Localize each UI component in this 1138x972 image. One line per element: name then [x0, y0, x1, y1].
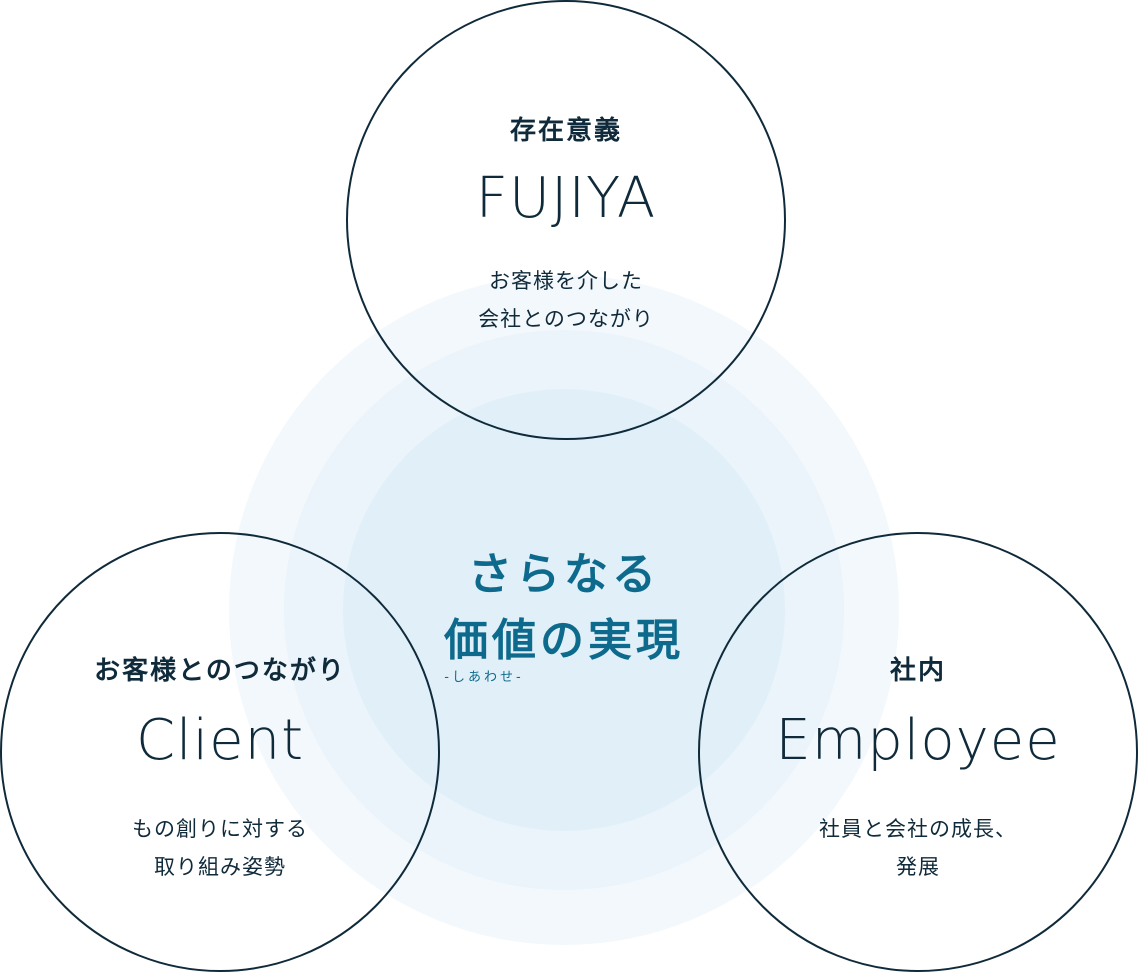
employee-desc-line1: 社員と会社の成長、 — [819, 817, 1017, 841]
circle-fujiya — [346, 0, 786, 440]
fujiya-english-title: FUJIYA — [475, 166, 657, 231]
client-desc-line1: もの創りに対する — [132, 817, 308, 841]
employee-description: 社員と会社の成長、 発展 — [698, 810, 1138, 886]
center-subtitle: -しあわせ- — [444, 670, 524, 685]
center-title-line1: さらなる — [468, 549, 660, 600]
fujiya-description: お客様を介した 会社とのつながり — [346, 262, 786, 338]
fujiya-heading: 存在意義 — [509, 116, 622, 146]
fujiya-desc-line1: お客様を介した — [489, 269, 643, 293]
fujiya-desc-line2: 会社とのつながり — [478, 307, 654, 331]
client-heading: お客様とのつながり — [94, 656, 346, 686]
circle-client — [0, 532, 440, 972]
center-title-line2: 価値の実現 — [444, 615, 684, 666]
circle-employee — [698, 532, 1138, 972]
client-desc-line2: 取り組み姿勢 — [154, 855, 286, 879]
client-description: もの創りに対する 取り組み姿勢 — [0, 810, 440, 886]
employee-desc-line2: 発展 — [896, 855, 940, 879]
employee-heading: 社内 — [889, 656, 946, 686]
employee-english-title: Employee — [775, 708, 1061, 773]
client-english-title: Client — [135, 708, 305, 773]
